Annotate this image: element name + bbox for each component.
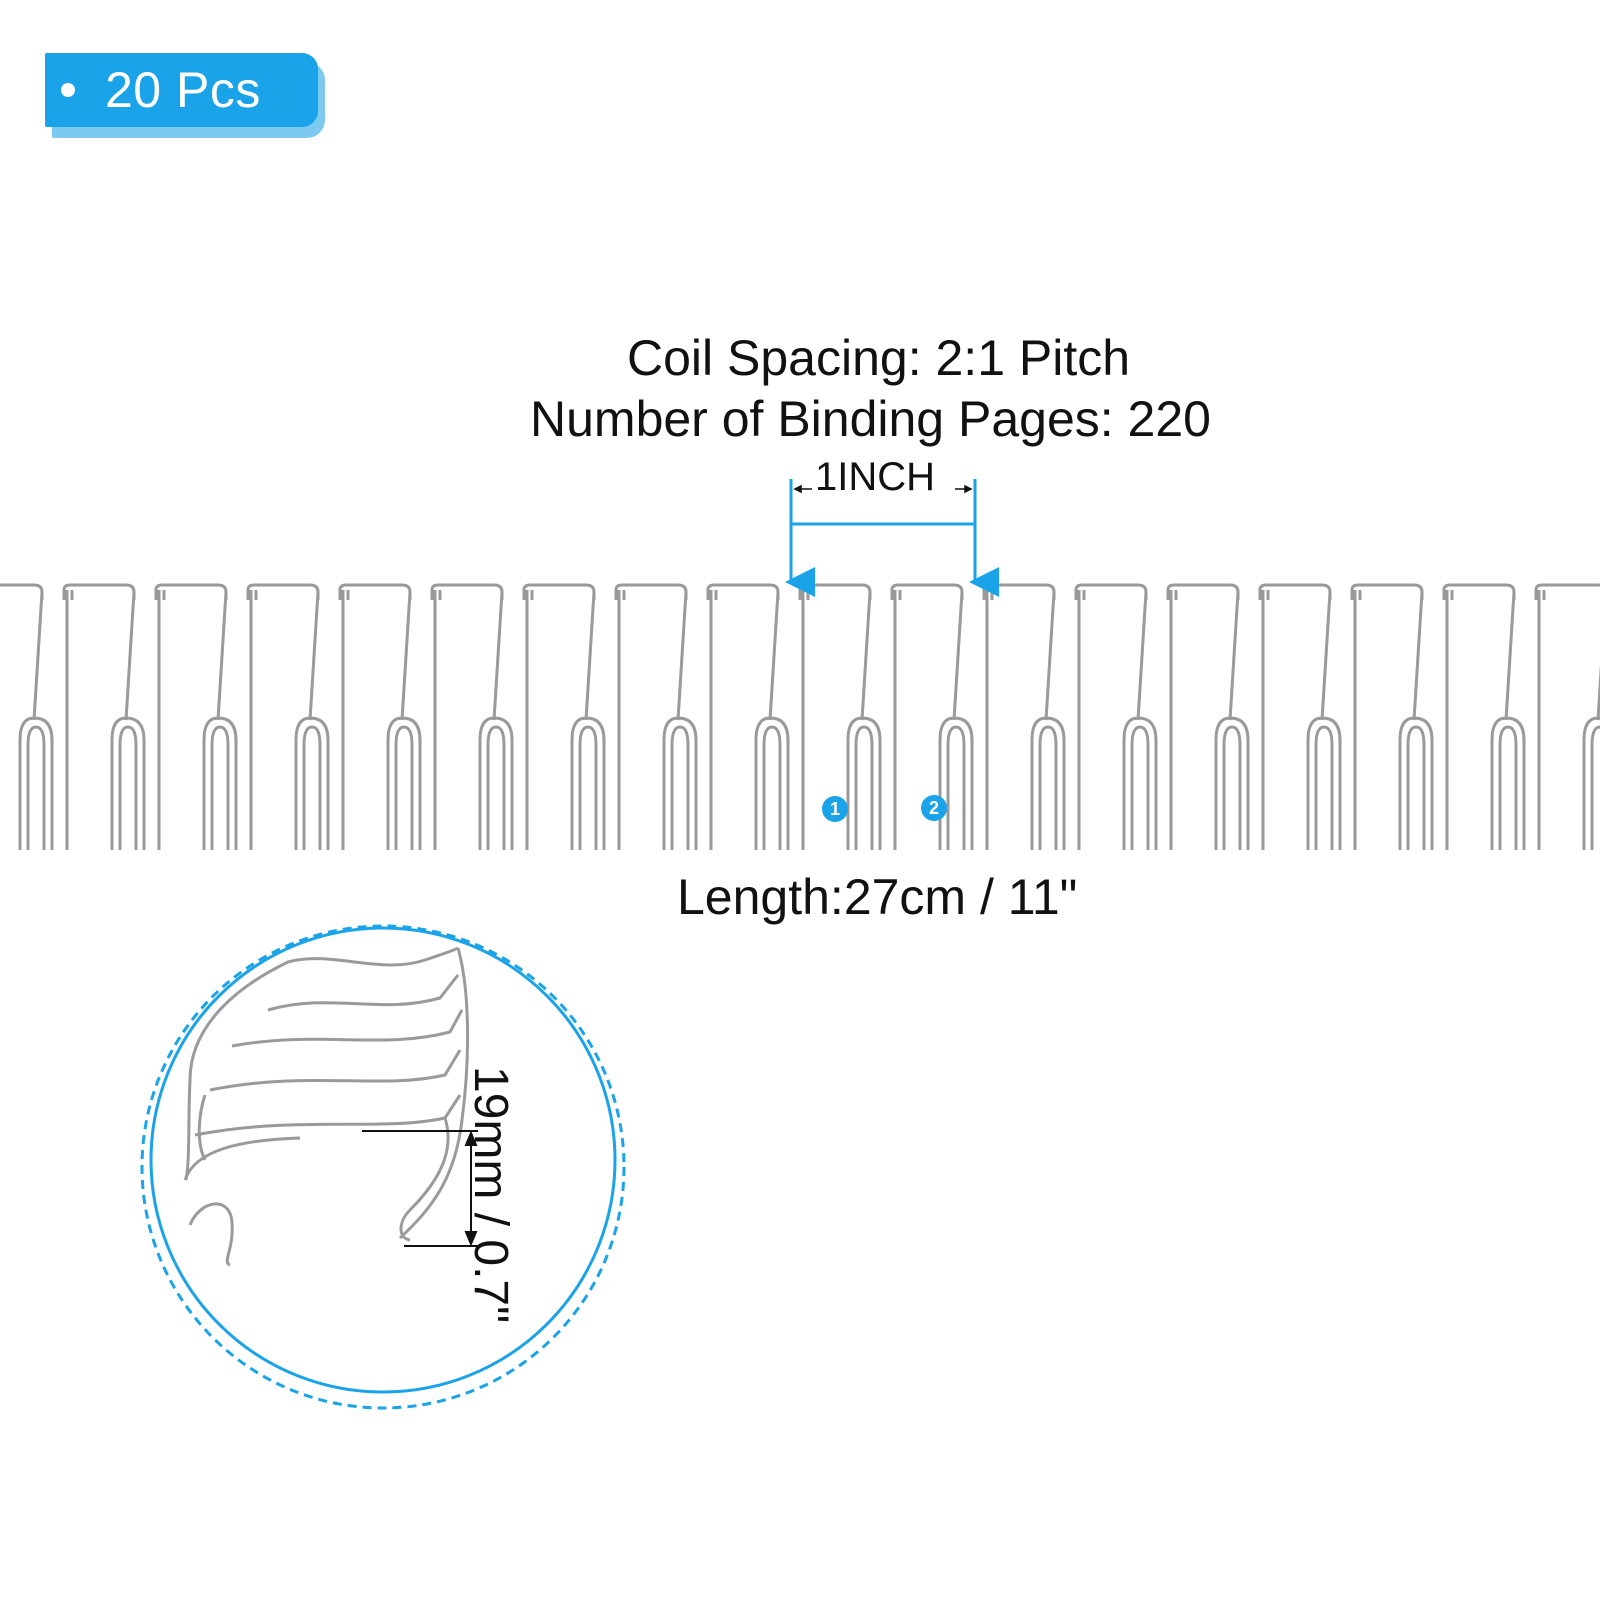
quantity-badge: 20 Pcs	[45, 53, 318, 127]
bullet-icon	[61, 83, 75, 97]
detail-circle	[140, 924, 626, 1410]
coil-loop	[246, 583, 330, 850]
coil-spacing-text: Coil Spacing: 2:1 Pitch	[627, 330, 1131, 386]
coil-loop	[798, 583, 882, 850]
diameter-text: 19mm / 0.7"	[464, 1066, 517, 1324]
quantity-text: 20 Pcs	[105, 62, 261, 118]
coil-loop	[706, 583, 790, 850]
coil-loop	[522, 583, 606, 850]
coil-loop	[338, 583, 422, 850]
coil-loop	[1074, 583, 1158, 850]
coil-loop	[154, 583, 238, 850]
coil-loop	[1534, 583, 1600, 850]
coil-loop	[1350, 583, 1434, 850]
coil-loop	[1442, 583, 1526, 850]
pitch-label: 1INCH	[815, 455, 936, 499]
length-text: Length:27cm / 11"	[677, 869, 1078, 925]
coil-loop	[890, 583, 974, 850]
pitch-bracket	[785, 479, 999, 597]
coil-loop	[0, 583, 54, 850]
marker-2: 2	[921, 795, 947, 821]
binding-pages-text: Number of Binding Pages: 220	[530, 391, 1211, 447]
coil-loop	[62, 583, 146, 850]
marker-1: 1	[822, 796, 848, 822]
coil-loop	[1258, 583, 1342, 850]
coil-loop	[430, 583, 514, 850]
wire-binding-coil	[0, 583, 1600, 850]
coil-loop	[1166, 583, 1250, 850]
coil-loop	[982, 583, 1066, 850]
pitch-arrows	[793, 484, 973, 494]
coil-loop	[614, 583, 698, 850]
